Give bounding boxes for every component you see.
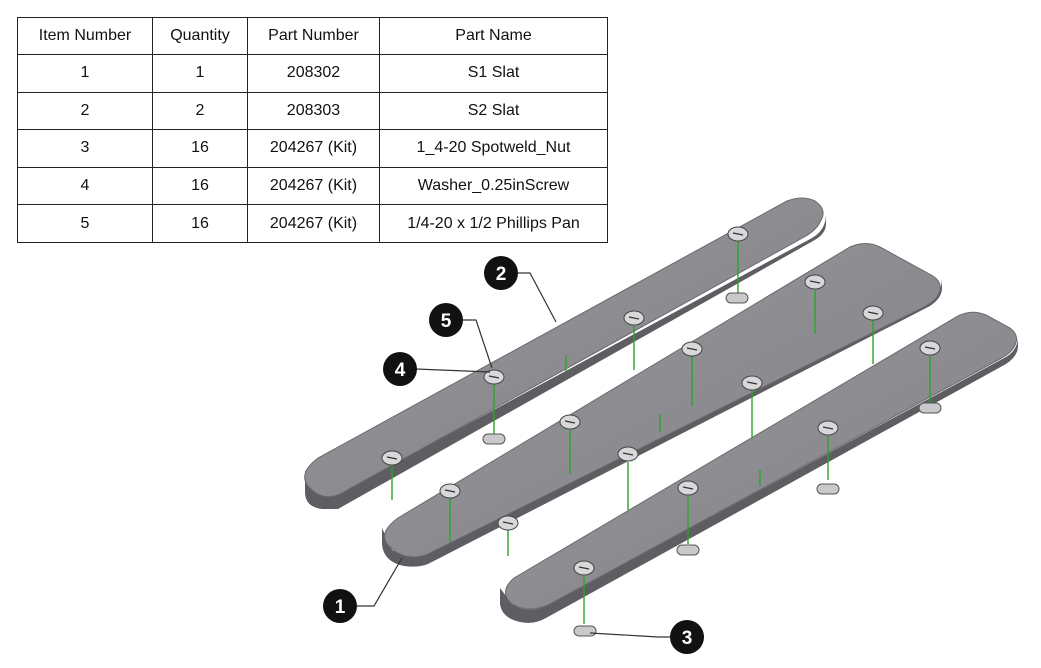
phillips-slot xyxy=(809,280,821,284)
cell-part-name: S1 Slat xyxy=(379,54,608,93)
balloon-circle xyxy=(383,352,417,386)
slat-top xyxy=(505,311,1017,610)
screw-heads xyxy=(381,226,941,576)
balloon-3: 3 xyxy=(670,620,704,654)
balloon-2: 2 xyxy=(484,256,518,290)
phillips-slot xyxy=(622,452,634,456)
cell-item: 5 xyxy=(17,204,153,243)
spotweld-nuts xyxy=(482,292,942,637)
leader-line-5 xyxy=(463,319,493,369)
leader-lines xyxy=(356,272,670,638)
balloon-label: 4 xyxy=(395,360,406,381)
cell-qty: 1 xyxy=(152,54,248,93)
cell-item: 4 xyxy=(17,166,153,206)
phillips-slot xyxy=(564,420,576,424)
balloon-circle xyxy=(670,620,704,654)
leader-line-2 xyxy=(518,272,557,323)
leader-line-3 xyxy=(589,632,670,638)
spotweld-nut xyxy=(918,402,942,414)
balloon-4: 4 xyxy=(383,352,417,386)
cell-qty: 16 xyxy=(152,204,248,243)
cell-part-name: 1_4-20 Spotweld_Nut xyxy=(379,129,608,168)
spotweld-nut xyxy=(676,544,700,556)
phillips-slot xyxy=(444,489,456,493)
phillips-slot xyxy=(488,375,500,379)
bom-row: 2 2 208303 S2 Slat xyxy=(17,91,608,131)
phillips-slot xyxy=(682,486,694,490)
slat-top xyxy=(304,197,824,498)
phillips-slot xyxy=(746,381,758,385)
phillips-slot xyxy=(924,346,936,350)
spotweld-nut xyxy=(573,625,597,637)
cell-part-number: 208303 xyxy=(247,91,380,131)
leader-line-1 xyxy=(356,557,403,607)
phillips-slot xyxy=(386,456,398,460)
bom-row: 3 16 204267 (Kit) 1_4-20 Spotweld_Nut xyxy=(17,129,608,168)
balloon-5: 5 xyxy=(429,303,463,337)
balloon-label: 2 xyxy=(496,264,507,285)
phillips-slot xyxy=(578,566,590,570)
phillips-slot xyxy=(686,347,698,351)
cell-item: 2 xyxy=(17,91,153,131)
cell-part-number: 208302 xyxy=(247,54,380,93)
slat-s2-front xyxy=(500,311,1018,623)
balloon-circle xyxy=(429,303,463,337)
phillips-slot xyxy=(867,311,879,315)
balloon-label: 3 xyxy=(682,628,693,649)
spotweld-nut xyxy=(816,483,840,495)
spotweld-nut xyxy=(482,433,506,445)
cell-part-name: 1/4-20 x 1/2 Phillips Pan xyxy=(379,204,608,243)
cell-part-name: S2 Slat xyxy=(379,91,608,131)
bom-header-row: Item Number Quantity Part Number Part Na… xyxy=(17,17,608,55)
phillips-slot xyxy=(822,426,834,430)
balloon-label: 1 xyxy=(335,597,346,618)
balloon-1: 1 xyxy=(323,589,357,623)
header-part-name: Part Name xyxy=(379,17,608,55)
leader-line-4 xyxy=(415,368,491,373)
bom-row: 1 1 208302 S1 Slat xyxy=(17,54,608,93)
cell-part-number: 204267 (Kit) xyxy=(247,166,380,206)
slat-s2-back xyxy=(304,197,826,509)
phillips-slot xyxy=(628,316,640,320)
balloon-label: 5 xyxy=(441,311,452,332)
cell-part-number: 204267 (Kit) xyxy=(247,129,380,168)
header-quantity: Quantity xyxy=(152,17,248,55)
spotweld-nut xyxy=(725,292,749,304)
phillips-slot xyxy=(732,232,744,236)
bill-of-materials-table: Item Number Quantity Part Number Part Na… xyxy=(17,17,608,243)
slat-s1-middle xyxy=(382,243,942,567)
slat-top xyxy=(384,243,941,558)
screw-axis-lines xyxy=(391,240,931,624)
cell-part-name: Washer_0.25inScrew xyxy=(379,166,608,206)
balloon-circle xyxy=(323,589,357,623)
phillips-slot xyxy=(502,521,514,525)
balloon-circle xyxy=(484,256,518,290)
bom-row: 5 16 204267 (Kit) 1/4-20 x 1/2 Phillips … xyxy=(17,204,608,243)
cell-qty: 16 xyxy=(152,129,248,168)
header-item-number: Item Number xyxy=(17,17,153,55)
cell-item: 3 xyxy=(17,129,153,168)
